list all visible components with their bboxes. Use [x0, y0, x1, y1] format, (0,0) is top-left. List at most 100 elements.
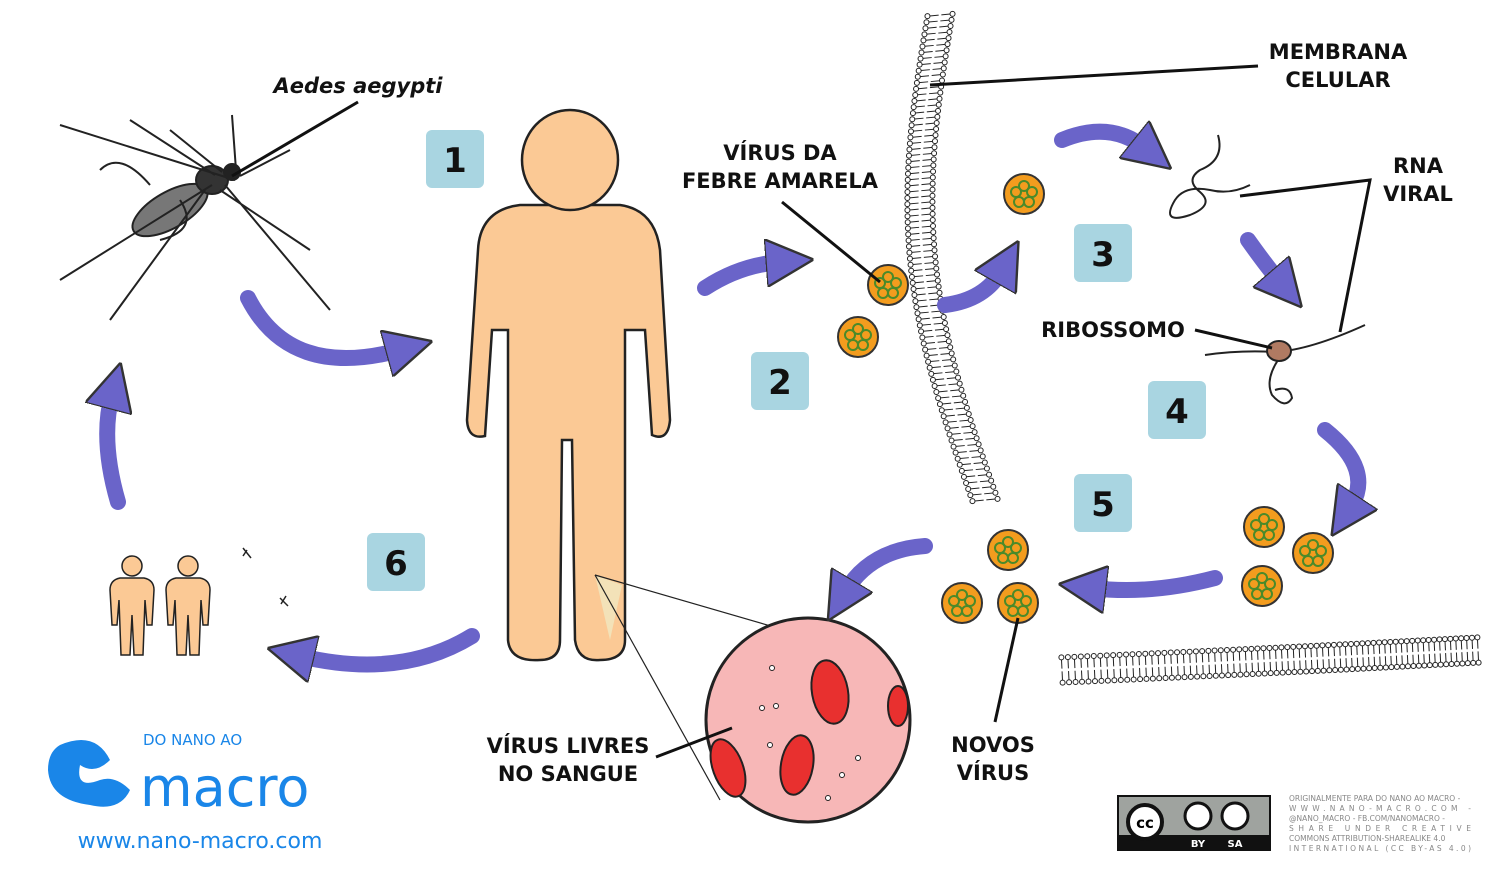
- lipid-head: [915, 316, 922, 323]
- cc-by-sa-badge[interactable]: cc BY SA: [1117, 795, 1271, 851]
- lipid-head: [1168, 674, 1175, 681]
- lipid-tail: [938, 346, 949, 349]
- blood-magnification: [704, 616, 912, 824]
- new-virus-label-1: NOVOS: [951, 733, 1035, 757]
- lipid-head: [930, 168, 937, 175]
- lipid-head: [1249, 671, 1256, 678]
- lipid-head: [939, 71, 946, 78]
- lipid-head: [929, 180, 936, 187]
- lipid-head: [960, 392, 967, 399]
- lipid-head: [994, 495, 1001, 502]
- lipid-head: [1468, 634, 1475, 641]
- arrow-assembly: [1317, 422, 1358, 508]
- virus-particle: [1292, 532, 1334, 574]
- lipid-head: [1309, 668, 1316, 675]
- lipid-tail: [922, 243, 932, 246]
- lipid-head: [904, 207, 911, 214]
- lipid-head: [944, 332, 951, 339]
- lipid-head: [1161, 649, 1168, 656]
- lipid-head: [925, 358, 932, 365]
- lipid-tail: [941, 13, 951, 16]
- lipid-head: [944, 41, 951, 48]
- lipid-tail: [923, 51, 933, 53]
- lipid-head: [1452, 635, 1459, 642]
- lipid-head: [1371, 665, 1378, 672]
- lipid-head: [954, 455, 961, 462]
- lipid-head: [1242, 646, 1249, 653]
- lipid-tail: [986, 498, 996, 501]
- svg-text:1: 1: [443, 141, 467, 181]
- license-line: @NANO_MACRO - FB.COM/NANOMACRO -: [1289, 814, 1445, 823]
- lipid-head: [1261, 670, 1268, 677]
- lipid-tail: [972, 493, 982, 496]
- lipid-tail: [959, 457, 969, 460]
- lipid-head: [1199, 648, 1206, 655]
- lipid-head: [960, 473, 967, 480]
- lipid-tail: [921, 225, 931, 228]
- lipid-tail: [963, 431, 973, 434]
- lipid-tail: [953, 401, 963, 404]
- lipid-tail: [929, 14, 939, 17]
- step-badge-5: 5: [1074, 474, 1132, 532]
- lipid-head: [1111, 677, 1118, 684]
- lipid-head: [909, 116, 916, 123]
- lipid-head: [940, 413, 947, 420]
- lipid-tail: [912, 135, 922, 138]
- small-humans: [109, 555, 211, 656]
- lipid-head: [921, 31, 928, 38]
- lipid-head: [912, 91, 919, 98]
- lipid-tail: [935, 49, 945, 52]
- lipid-tail: [910, 232, 920, 235]
- lipid-head: [1175, 674, 1182, 681]
- lipid-tail: [931, 366, 941, 369]
- lipid-head: [953, 368, 960, 375]
- lipid-tail: [919, 81, 929, 84]
- lipid-head: [1343, 666, 1350, 673]
- lipid-head: [969, 498, 976, 505]
- lipid-tail: [921, 207, 931, 210]
- logo-url[interactable]: www.nano-macro.com: [78, 829, 323, 854]
- lipid-head: [1381, 639, 1388, 646]
- lipid-head: [919, 43, 926, 50]
- lipid-head: [967, 417, 974, 424]
- lipid-tail: [929, 86, 939, 89]
- lipid-tail: [943, 408, 954, 411]
- cell-membrane-horizontal: [1058, 634, 1482, 686]
- lipid-tail: [917, 93, 927, 96]
- lipid-tail: [922, 237, 932, 240]
- lipid-tail: [974, 499, 984, 502]
- lipid-head: [913, 304, 920, 311]
- lipid-tail: [933, 372, 943, 375]
- lipid-tail: [936, 43, 946, 46]
- lipid-head: [1475, 659, 1482, 666]
- lipid-head: [973, 435, 980, 442]
- lipid-head: [909, 110, 916, 117]
- do-nano-ao-macro-logo[interactable]: DO NANO AO macro www.nano-macro.com: [48, 731, 322, 854]
- lipid-head: [936, 401, 943, 408]
- lipid-head: [1464, 660, 1471, 667]
- lipid-head: [1437, 661, 1444, 668]
- lipid-head: [922, 346, 929, 353]
- lipid-tail: [918, 305, 928, 308]
- lipid-head: [1284, 644, 1291, 651]
- lipid-tail: [924, 335, 934, 338]
- lipid-head: [1143, 675, 1150, 682]
- lipid-head: [918, 328, 925, 335]
- lipid-tail: [969, 450, 979, 452]
- lipid-head: [1447, 635, 1454, 642]
- lipid-head: [932, 253, 939, 260]
- lipid-head: [1142, 650, 1149, 657]
- lipid-head: [943, 326, 950, 333]
- lipid-tail: [949, 426, 959, 429]
- lipid-tail: [911, 154, 921, 156]
- lipid-tail: [940, 19, 950, 22]
- lipid-tail: [926, 110, 936, 113]
- svg-text:5: 5: [1091, 485, 1115, 525]
- lipid-head: [1320, 667, 1327, 674]
- lipid-tail: [928, 292, 938, 295]
- lipid-head: [1077, 653, 1084, 660]
- lipid-head: [930, 229, 937, 236]
- lipid-tail: [931, 310, 941, 313]
- virus-particle: [997, 582, 1039, 624]
- lipid-head: [990, 483, 997, 490]
